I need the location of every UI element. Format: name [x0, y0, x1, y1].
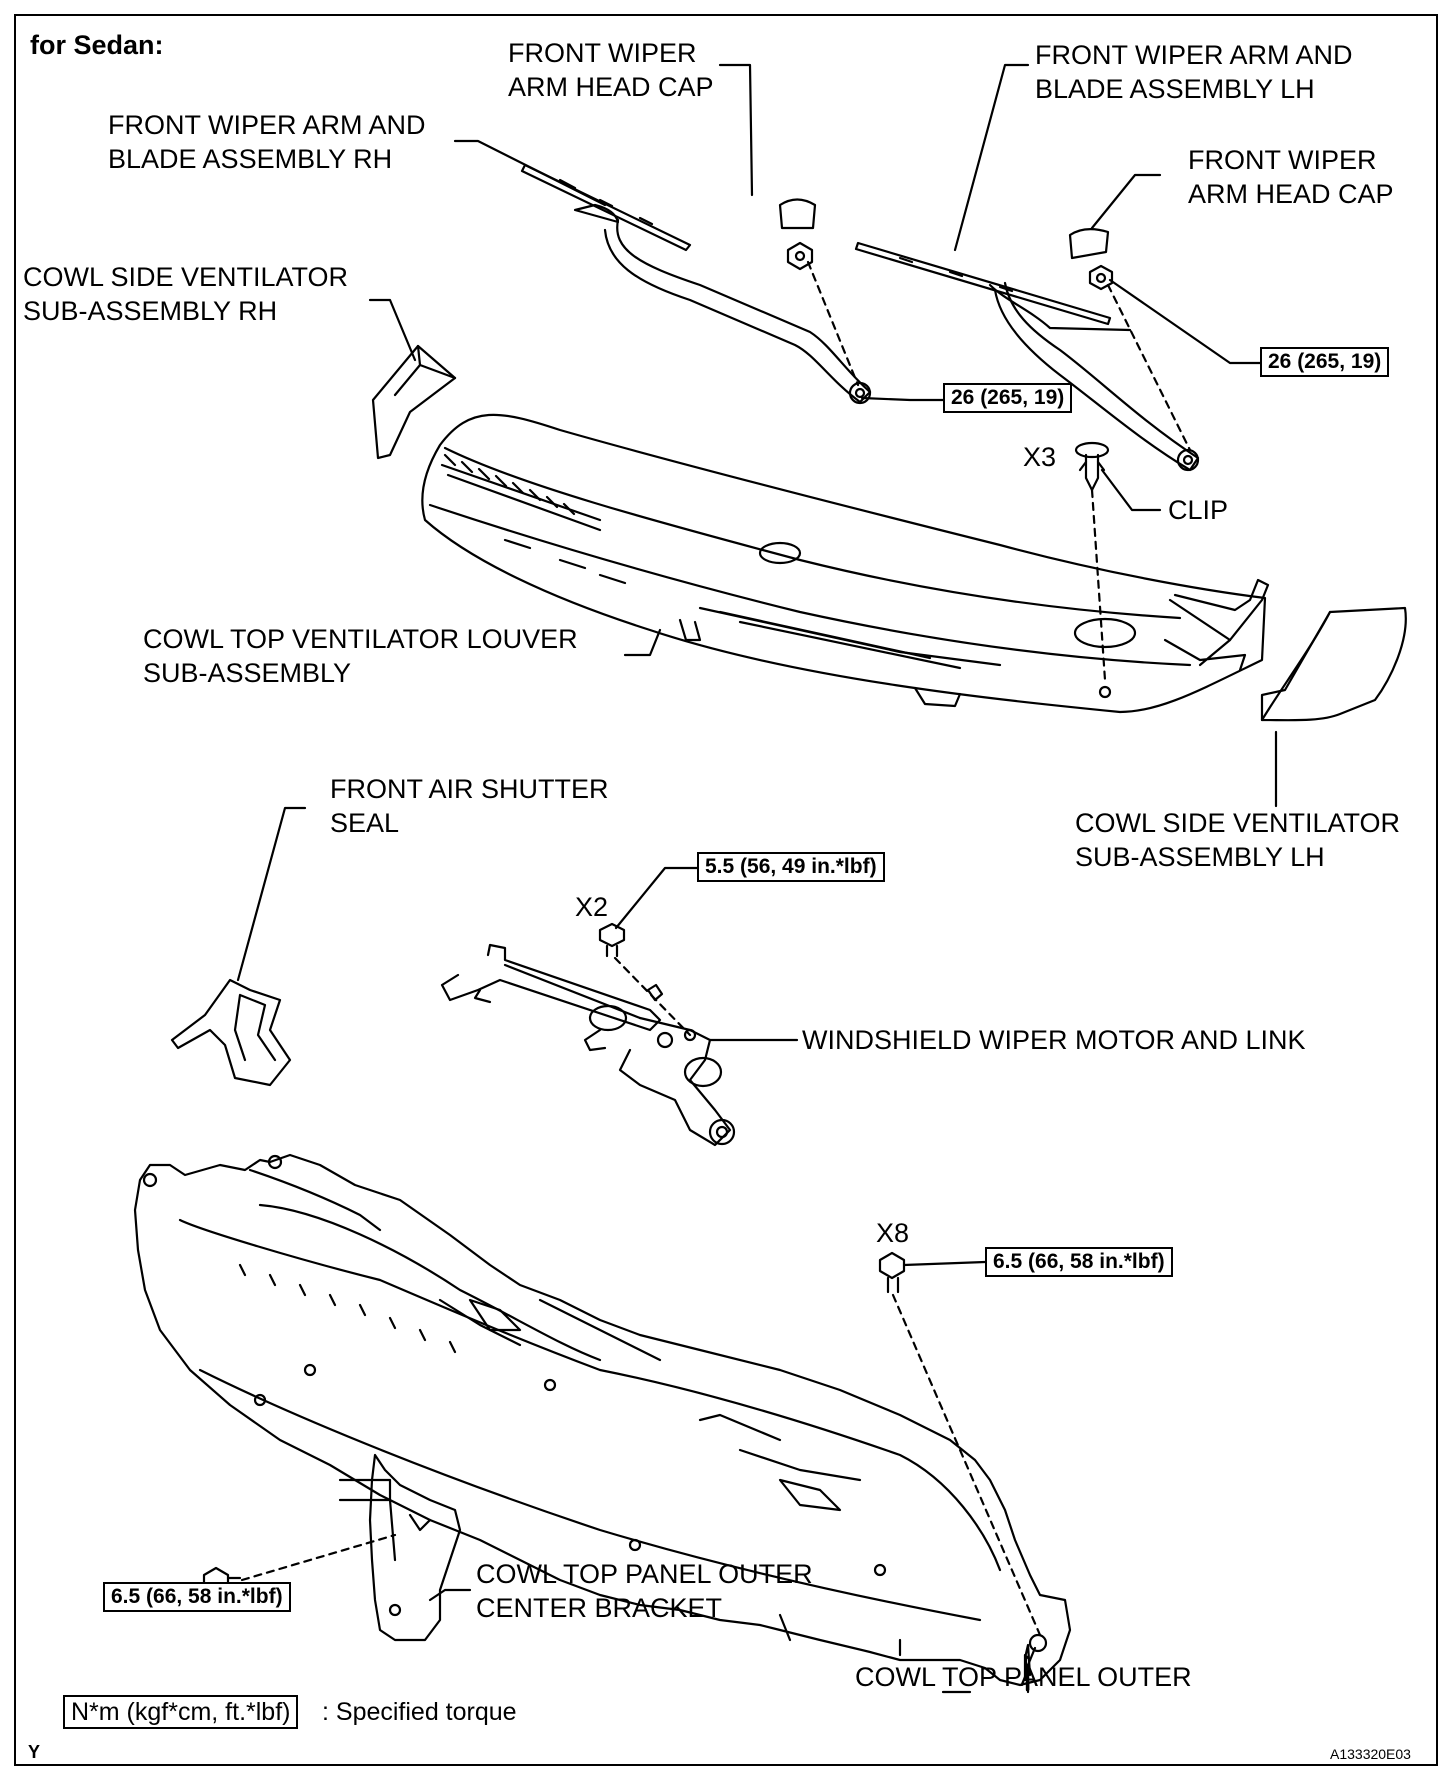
- head-cap-right-drawing: [1068, 228, 1114, 291]
- panel-bolt-drawing: [878, 1251, 906, 1294]
- footer-figure-code: A133320E03: [1330, 1746, 1411, 1762]
- label-head-cap-center: FRONT WIPER ARM HEAD CAP: [508, 38, 714, 102]
- label-bracket: COWL TOP PANEL OUTER CENTER BRACKET: [476, 1559, 813, 1623]
- variant-heading: for Sedan:: [30, 30, 164, 60]
- torque-motor: 5.5 (56, 49 in.*lbf): [697, 852, 885, 882]
- label-panel-bolt-count: X8: [876, 1218, 910, 1248]
- torque-arm-lh: 26 (265, 19): [1260, 347, 1390, 377]
- air-shutter-drawing: [170, 978, 292, 1087]
- louver-drawing: [421, 413, 1270, 714]
- torque-panel: 6.5 (66, 58 in.*lbf): [985, 1247, 1173, 1277]
- cowl-side-lh-drawing: [1260, 606, 1407, 722]
- legend-torque-text: : Specified torque: [322, 1698, 517, 1726]
- cowl-side-rh-drawing: [371, 344, 457, 460]
- label-wiper-arm-rh: FRONT WIPER ARM AND BLADE ASSEMBLY RH: [108, 110, 426, 174]
- label-air-shutter: FRONT AIR SHUTTER SEAL: [330, 774, 609, 838]
- label-cowl-side-rh: COWL SIDE VENTILATOR SUB-ASSEMBLY RH: [23, 262, 349, 326]
- label-wiper-arm-lh: FRONT WIPER ARM AND BLADE ASSEMBLY LH: [1035, 40, 1353, 104]
- label-louver: COWL TOP VENTILATOR LOUVER SUB-ASSEMBLY: [143, 624, 578, 688]
- torque-arm-rh: 26 (265, 19): [943, 383, 1073, 413]
- legend-torque-box: N*m (kgf*cm, ft.*lbf): [63, 1695, 299, 1729]
- label-clip-count: X3: [1023, 442, 1057, 472]
- label-head-cap-right: FRONT WIPER ARM HEAD CAP: [1188, 145, 1394, 209]
- motor-bolt-drawing: [598, 922, 626, 958]
- label-motor-link: WINDSHIELD WIPER MOTOR AND LINK: [802, 1025, 1306, 1055]
- motor-link-drawing: [440, 943, 736, 1147]
- clip-drawing: [1074, 441, 1110, 492]
- diagram-frame: [14, 14, 1438, 1766]
- wiper-arm-rh-drawing: [520, 163, 872, 405]
- bracket-drawing: [338, 1453, 462, 1642]
- footer-corner-mark: Y: [28, 1742, 41, 1762]
- wiper-arm-lh-drawing: [854, 241, 1200, 472]
- label-panel-outer: COWL TOP PANEL OUTER: [855, 1662, 1192, 1692]
- torque-bracket: 6.5 (66, 58 in.*lbf): [103, 1582, 291, 1612]
- label-cowl-side-lh: COWL SIDE VENTILATOR SUB-ASSEMBLY LH: [1075, 808, 1401, 872]
- label-motor-bolt-count: X2: [575, 892, 609, 922]
- head-cap-center-drawing: [778, 198, 817, 271]
- label-clip: CLIP: [1168, 495, 1229, 525]
- panel-outer-drawing: [133, 1153, 1072, 1687]
